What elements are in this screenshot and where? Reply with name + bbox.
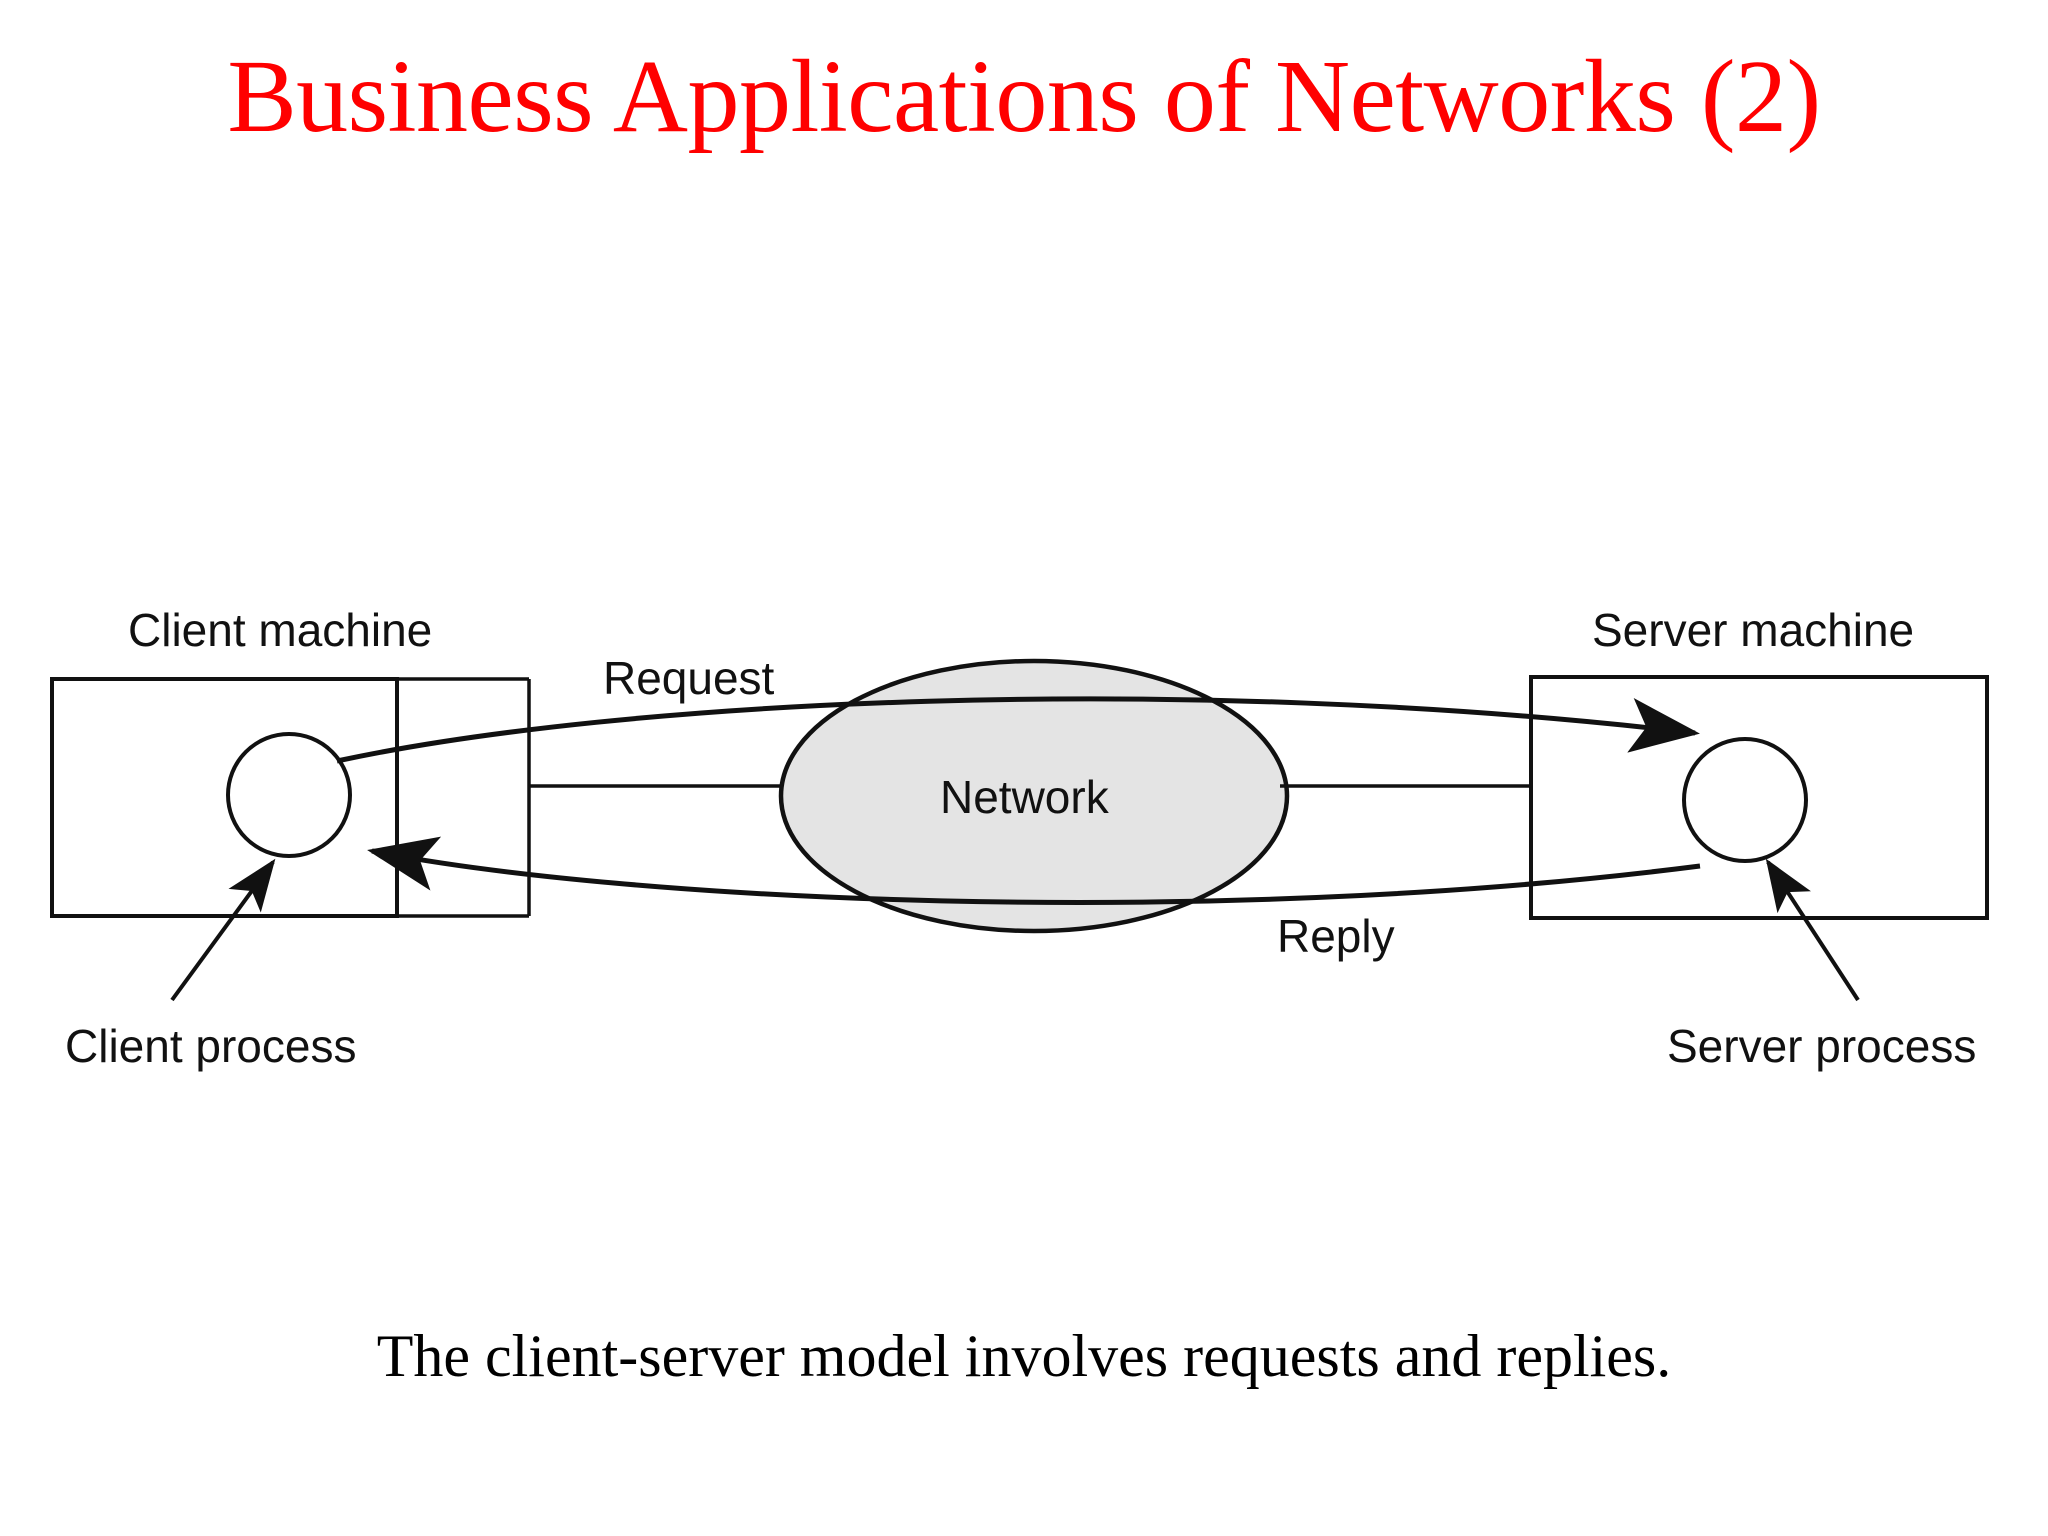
network-label: Network (940, 771, 1110, 823)
network-ellipse (778, 658, 1290, 934)
client-machine-box (50, 677, 399, 918)
server-machine-label: Server machine (1592, 604, 1914, 656)
page-title: Business Applications of Networks (2) (227, 39, 1821, 154)
server-process-label: Server process (1667, 1020, 1976, 1072)
client-process-leader (170, 858, 276, 1002)
server-process-leader (1765, 858, 1860, 1002)
server-process-circle (1682, 737, 1808, 863)
reply-label: Reply (1277, 910, 1395, 962)
client-machine-label: Client machine (128, 604, 432, 656)
request-label: Request (603, 652, 775, 704)
reply-arrow (367, 836, 1701, 905)
client-process-label: Client process (65, 1020, 356, 1072)
request-arrow (336, 696, 1700, 764)
client-process-circle (226, 732, 352, 858)
server-machine-box (1529, 675, 1989, 920)
slide-caption: The client-server model involves request… (376, 1323, 1672, 1389)
